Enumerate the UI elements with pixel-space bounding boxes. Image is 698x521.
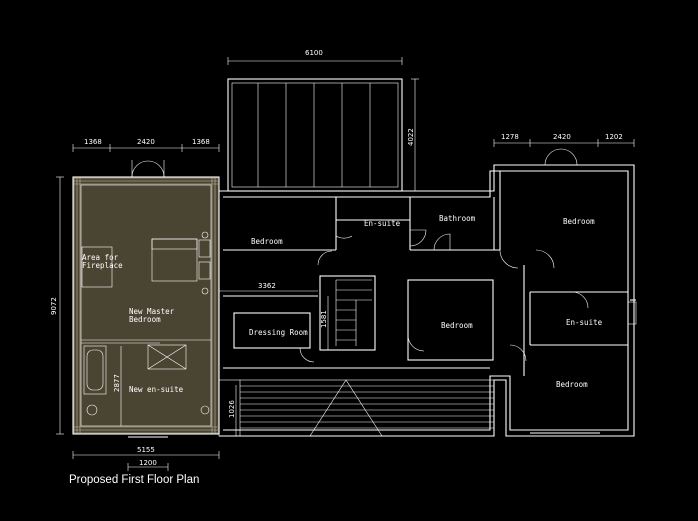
basin-icon bbox=[200, 405, 210, 415]
toilet-icon bbox=[86, 404, 98, 416]
wall-hatching bbox=[73, 177, 218, 434]
dimension-lines bbox=[56, 57, 635, 471]
door-swing bbox=[499, 249, 519, 269]
door-swing bbox=[571, 291, 589, 309]
dressing-room-walls bbox=[233, 312, 311, 349]
room-label-en-suite: En-suite bbox=[566, 318, 603, 327]
bath-icon bbox=[83, 345, 107, 395]
room-label-master-bedroom: New Master bbox=[129, 307, 175, 316]
dimension-5155: 5155 bbox=[137, 446, 155, 454]
dimension-9072: 9072 bbox=[50, 297, 58, 315]
dimension-1581: 1581 bbox=[320, 310, 328, 328]
room-label-bedroom: Bedroom bbox=[251, 237, 283, 246]
window bbox=[627, 301, 637, 325]
room-label-dressing-room: Dressing Room bbox=[249, 328, 308, 337]
fireplace-area bbox=[81, 246, 113, 288]
staircase bbox=[335, 279, 372, 346]
door-swing bbox=[535, 249, 555, 269]
dimension-1200: 1200 bbox=[139, 459, 157, 467]
door-swing bbox=[335, 220, 353, 239]
dimension-1026: 1026 bbox=[228, 400, 236, 418]
door-swing bbox=[317, 250, 333, 266]
dimension-1202: 1202 bbox=[605, 133, 623, 141]
dimension-1278: 1278 bbox=[501, 133, 519, 141]
room-label-bedroom: Bedroom bbox=[563, 217, 595, 226]
dimension-2420: 2420 bbox=[137, 138, 155, 146]
room-label-bedroom: Bedroom bbox=[441, 321, 473, 330]
door-swing bbox=[299, 347, 315, 363]
new-extension bbox=[72, 160, 220, 438]
room-label-master-bedroom: Bedroom bbox=[129, 315, 161, 324]
room-label-bathroom: Bathroom bbox=[439, 214, 476, 223]
conservatory bbox=[227, 78, 403, 192]
room-label-en-suite: En-suite bbox=[364, 219, 401, 228]
plan-caption: Proposed First Floor Plan bbox=[69, 474, 200, 486]
existing-building bbox=[218, 78, 637, 437]
bedroom-center-walls bbox=[407, 279, 494, 361]
dimension-1368: 1368 bbox=[192, 138, 210, 146]
dimension-4022: 4022 bbox=[407, 128, 415, 146]
door-swing bbox=[409, 229, 427, 247]
dimension-3362: 3362 bbox=[258, 282, 276, 290]
french-doors-icon bbox=[544, 148, 578, 166]
door-swing bbox=[433, 233, 451, 251]
stair-enclosure bbox=[319, 275, 376, 351]
door-swing bbox=[509, 344, 527, 362]
dimension-1368: 1368 bbox=[84, 138, 102, 146]
french-doors-icon bbox=[131, 160, 165, 178]
dimension-2877: 2877 bbox=[113, 374, 121, 392]
room-label-fireplace: Area for bbox=[82, 253, 119, 262]
roof-balcony bbox=[218, 379, 495, 437]
dimension-2420: 2420 bbox=[553, 133, 571, 141]
room-label-new-en-suite: New en-suite bbox=[129, 385, 184, 394]
shower-icon bbox=[147, 344, 187, 370]
door-swing bbox=[407, 334, 425, 352]
room-label-fireplace: Fireplace bbox=[82, 261, 123, 270]
dimension-6100: 6100 bbox=[305, 49, 323, 57]
room-label-bedroom: Bedroom bbox=[556, 380, 588, 389]
